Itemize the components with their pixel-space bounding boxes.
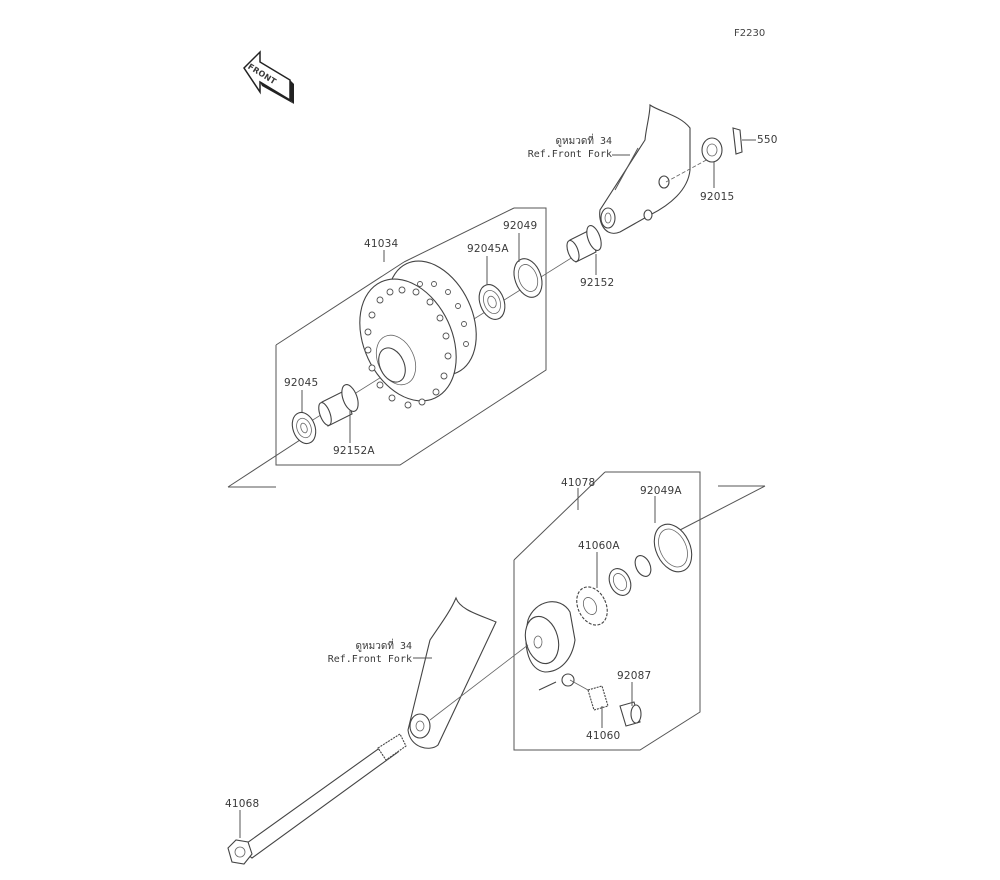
leader-lines-lower bbox=[239, 496, 656, 838]
meter-gear-41060a bbox=[576, 586, 608, 626]
part-label-41068[interactable]: 41068 bbox=[225, 798, 260, 810]
part-label-92015[interactable]: 92015 bbox=[700, 191, 735, 203]
ref-front-fork-lower: ดูหมวดที่ 34 Ref.Front Fork bbox=[310, 640, 412, 666]
part-label-92049[interactable]: 92049 bbox=[503, 220, 538, 232]
part-label-41060[interactable]: 41060 bbox=[586, 730, 621, 742]
ref-front-fork-upper: ดูหมวดที่ 34 Ref.Front Fork bbox=[512, 135, 612, 161]
part-label-92045a[interactable]: 92045A bbox=[467, 243, 509, 255]
front-arrow-icon bbox=[243, 50, 294, 104]
oil-seal-92049 bbox=[513, 258, 543, 298]
front-fork-leg-lower bbox=[407, 596, 497, 749]
bearing-92045a bbox=[478, 284, 506, 320]
ref-thai-label: ดูหมวดที่ 34 bbox=[555, 136, 612, 147]
hub-assembly-bracket bbox=[227, 207, 547, 488]
small-pin bbox=[538, 681, 557, 691]
part-label-92087[interactable]: 92087 bbox=[617, 670, 652, 682]
leader-lines-upper bbox=[301, 139, 756, 443]
meter-gear-housing bbox=[524, 601, 576, 687]
upper-nut-axis bbox=[665, 157, 711, 183]
axle-41068 bbox=[227, 733, 407, 865]
pinion-41060 bbox=[569, 679, 609, 711]
part-label-92045[interactable]: 92045 bbox=[284, 377, 319, 389]
part-label-550[interactable]: 550 bbox=[757, 134, 778, 146]
axle-nut-92015 bbox=[701, 137, 723, 163]
bushing-92087 bbox=[619, 701, 642, 727]
cotter-pin-550 bbox=[732, 127, 743, 155]
washer-rings bbox=[608, 555, 652, 596]
bearing-92045 bbox=[291, 411, 317, 445]
diagram-code: F2230 bbox=[734, 28, 766, 39]
part-label-41034[interactable]: 41034 bbox=[364, 238, 399, 250]
front-fork-leg-upper bbox=[599, 103, 691, 234]
ref-text-label: Ref.Front Fork bbox=[327, 654, 412, 665]
oil-seal-92049a bbox=[653, 523, 693, 573]
meter-gear-bracket bbox=[513, 471, 766, 751]
wheel-hub-41034 bbox=[359, 260, 477, 409]
part-label-92152[interactable]: 92152 bbox=[580, 277, 615, 289]
ref-thai-label: ดูหมวดที่ 34 bbox=[355, 641, 412, 652]
part-label-92152a[interactable]: 92152A bbox=[333, 445, 375, 457]
collar-92152a bbox=[318, 384, 359, 427]
lower-axis-line bbox=[429, 644, 529, 721]
ref-text-label: Ref.Front Fork bbox=[527, 149, 612, 160]
part-label-92049a[interactable]: 92049A bbox=[640, 485, 682, 497]
collar-92152 bbox=[566, 225, 602, 263]
part-label-41060a[interactable]: 41060A bbox=[578, 540, 620, 552]
part-label-41078[interactable]: 41078 bbox=[561, 477, 596, 489]
